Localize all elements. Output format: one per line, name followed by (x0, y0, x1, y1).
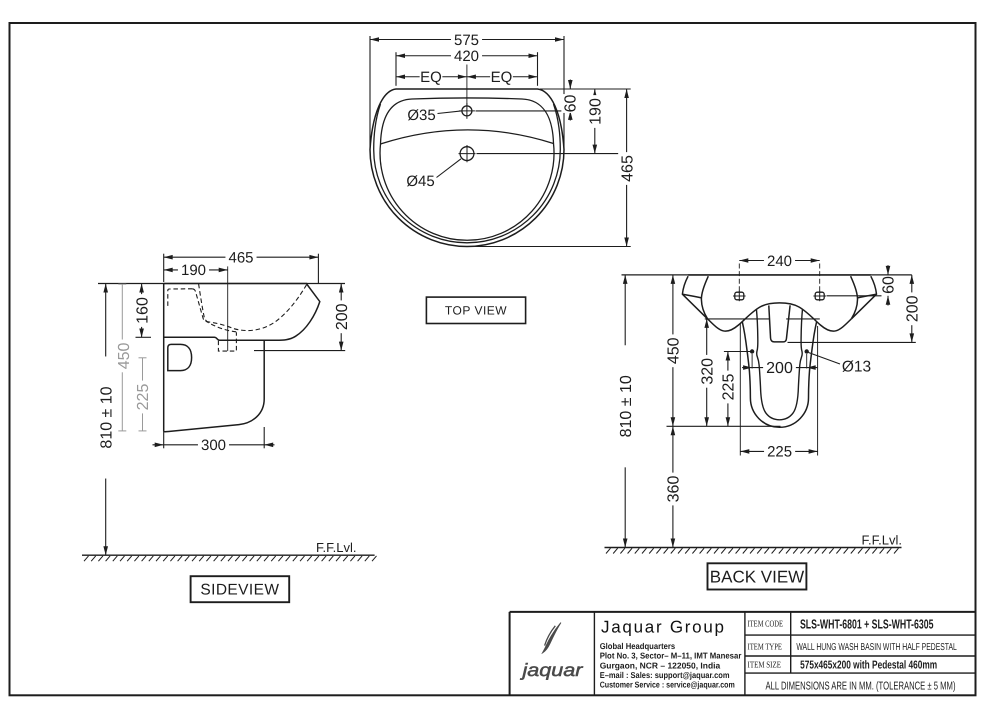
svg-text:Gurgaon, NCR – 122050, India: Gurgaon, NCR – 122050, India (600, 660, 721, 670)
svg-text:300: 300 (201, 437, 226, 454)
svg-text:240: 240 (767, 253, 792, 270)
svg-text:jaquar: jaquar (519, 660, 584, 680)
svg-text:E–mail : Sales: support@jaquar: E–mail : Sales: support@jaquar.com (600, 670, 730, 680)
svg-text:WALL HUNG WASH BASIN WITH HALF: WALL HUNG WASH BASIN WITH HALF PEDESTAL (796, 642, 957, 653)
svg-text:810 ± 10: 810 ± 10 (618, 375, 635, 437)
svg-text:60: 60 (563, 95, 580, 113)
svg-text:ITEM CODE: ITEM CODE (748, 619, 784, 629)
svg-text:ALL DIMENSIONS ARE IN MM. (TOL: ALL DIMENSIONS ARE IN MM. (TOLERANCE ± 5… (766, 680, 956, 692)
svg-text:ITEM TYPE: ITEM TYPE (748, 641, 783, 651)
svg-text:EQ: EQ (420, 69, 442, 86)
svg-text:450: 450 (665, 337, 682, 364)
svg-text:BACK VIEW: BACK VIEW (710, 568, 804, 587)
svg-text:360: 360 (665, 476, 682, 503)
svg-text:190: 190 (587, 98, 604, 125)
svg-text:450: 450 (116, 342, 133, 369)
svg-text:SIDEVIEW: SIDEVIEW (200, 582, 279, 599)
svg-text:Jaquar Group: Jaquar Group (601, 617, 724, 636)
svg-text:Customer Service : service@jaq: Customer Service : service@jaquar.com (600, 679, 735, 689)
svg-text:Ø35: Ø35 (407, 107, 435, 124)
svg-text:TOP VIEW: TOP VIEW (445, 303, 507, 317)
svg-text:420: 420 (454, 48, 479, 65)
svg-text:465: 465 (228, 250, 253, 267)
svg-text:Global Headquarters: Global Headquarters (600, 641, 676, 651)
svg-text:Ø13: Ø13 (842, 358, 871, 375)
svg-text:F.F.Lvl.: F.F.Lvl. (316, 540, 356, 555)
svg-text:Plot No. 3, Sector– M–11, IMT: Plot No. 3, Sector– M–11, IMT Manesar (600, 651, 742, 661)
svg-text:575: 575 (454, 32, 479, 49)
svg-text:190: 190 (181, 262, 206, 279)
svg-text:225: 225 (767, 444, 792, 461)
svg-text:ITEM SIZE: ITEM SIZE (748, 660, 782, 670)
svg-text:Ø45: Ø45 (406, 173, 434, 190)
svg-text:225: 225 (135, 384, 152, 411)
svg-text:200: 200 (766, 360, 793, 377)
svg-text:575x465x200 with Pedestal 460m: 575x465x200 with Pedestal 460mm (800, 659, 937, 671)
svg-text:225: 225 (721, 374, 738, 401)
svg-text:320: 320 (699, 358, 716, 385)
svg-text:60: 60 (881, 276, 898, 294)
svg-text:F.F.Lvl.: F.F.Lvl. (862, 532, 902, 547)
svg-text:SLS-WHT-6801 + SLS-WHT-6305: SLS-WHT-6801 + SLS-WHT-6305 (800, 617, 934, 632)
svg-text:200: 200 (904, 295, 921, 322)
svg-text:EQ: EQ (491, 69, 513, 86)
svg-text:160: 160 (134, 297, 151, 324)
svg-text:465: 465 (619, 155, 636, 182)
svg-text:200: 200 (334, 303, 351, 330)
svg-text:810 ± 10: 810 ± 10 (98, 386, 115, 448)
